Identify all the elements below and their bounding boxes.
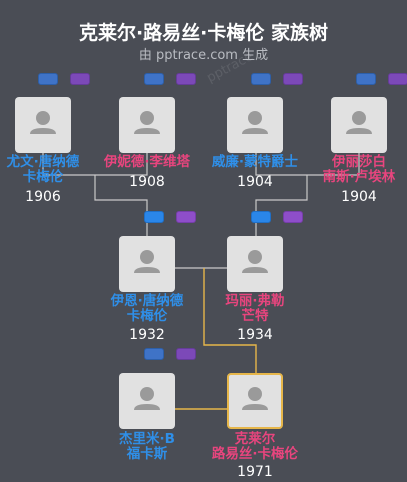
- person-avatar-icon: [346, 111, 372, 134]
- mother-link-chip[interactable]: [70, 73, 90, 85]
- father-link-chip[interactable]: [144, 348, 164, 360]
- person-card[interactable]: [227, 236, 283, 292]
- person-year: 1908: [129, 174, 165, 190]
- person-avatar-icon: [242, 250, 268, 273]
- person-year: 1904: [237, 174, 273, 190]
- person-year: 1971: [237, 464, 273, 480]
- page-subtitle: 由 pptrace.com 生成: [138, 48, 269, 63]
- person-year: 1932: [129, 327, 165, 343]
- lineage-line: [203, 268, 257, 373]
- person-name: 尤文·唐纳德卡梅伦: [6, 154, 80, 185]
- person-card[interactable]: [119, 97, 175, 153]
- page-title: 克莱尔·路易丝·卡梅伦 家族树: [78, 22, 329, 44]
- person-name: 伊丽莎白南斯·卢埃林: [322, 154, 396, 185]
- person-avatar-icon: [30, 111, 56, 134]
- person-year: 1906: [25, 189, 61, 205]
- person-avatar-icon: [134, 111, 160, 134]
- father-link-chip[interactable]: [38, 73, 58, 85]
- mother-link-chip[interactable]: [283, 211, 303, 223]
- mother-link-chip[interactable]: [176, 211, 196, 223]
- person-name: 玛丽·弗勒芒特: [225, 293, 285, 324]
- mother-link-chip[interactable]: [283, 73, 303, 85]
- person-year: 1904: [341, 189, 377, 205]
- person-avatar-icon: [134, 387, 160, 410]
- father-link-chip[interactable]: [144, 211, 164, 223]
- person-card[interactable]: [119, 236, 175, 292]
- father-link-chip[interactable]: [356, 73, 376, 85]
- person-name: 克莱尔路易丝·卡梅伦: [211, 431, 299, 462]
- father-link-chip[interactable]: [251, 211, 271, 223]
- person-card[interactable]: [331, 97, 387, 153]
- person-name: 伊恩·唐纳德卡梅伦: [110, 293, 184, 324]
- mother-link-chip[interactable]: [176, 348, 196, 360]
- person-card-selected[interactable]: [227, 373, 283, 429]
- person-avatar-icon: [134, 250, 160, 273]
- person-card[interactable]: [227, 97, 283, 153]
- person-name: 伊妮德·李维塔: [103, 154, 191, 170]
- person-avatar-icon: [242, 111, 268, 134]
- father-link-chip[interactable]: [144, 73, 164, 85]
- mother-link-chip[interactable]: [388, 73, 407, 85]
- person-card[interactable]: [119, 373, 175, 429]
- father-link-chip[interactable]: [251, 73, 271, 85]
- person-year: 1934: [237, 327, 273, 343]
- person-card[interactable]: [15, 97, 71, 153]
- person-name: 威廉·蒙特爵士: [211, 154, 299, 170]
- person-avatar-icon: [242, 387, 268, 410]
- mother-link-chip[interactable]: [176, 73, 196, 85]
